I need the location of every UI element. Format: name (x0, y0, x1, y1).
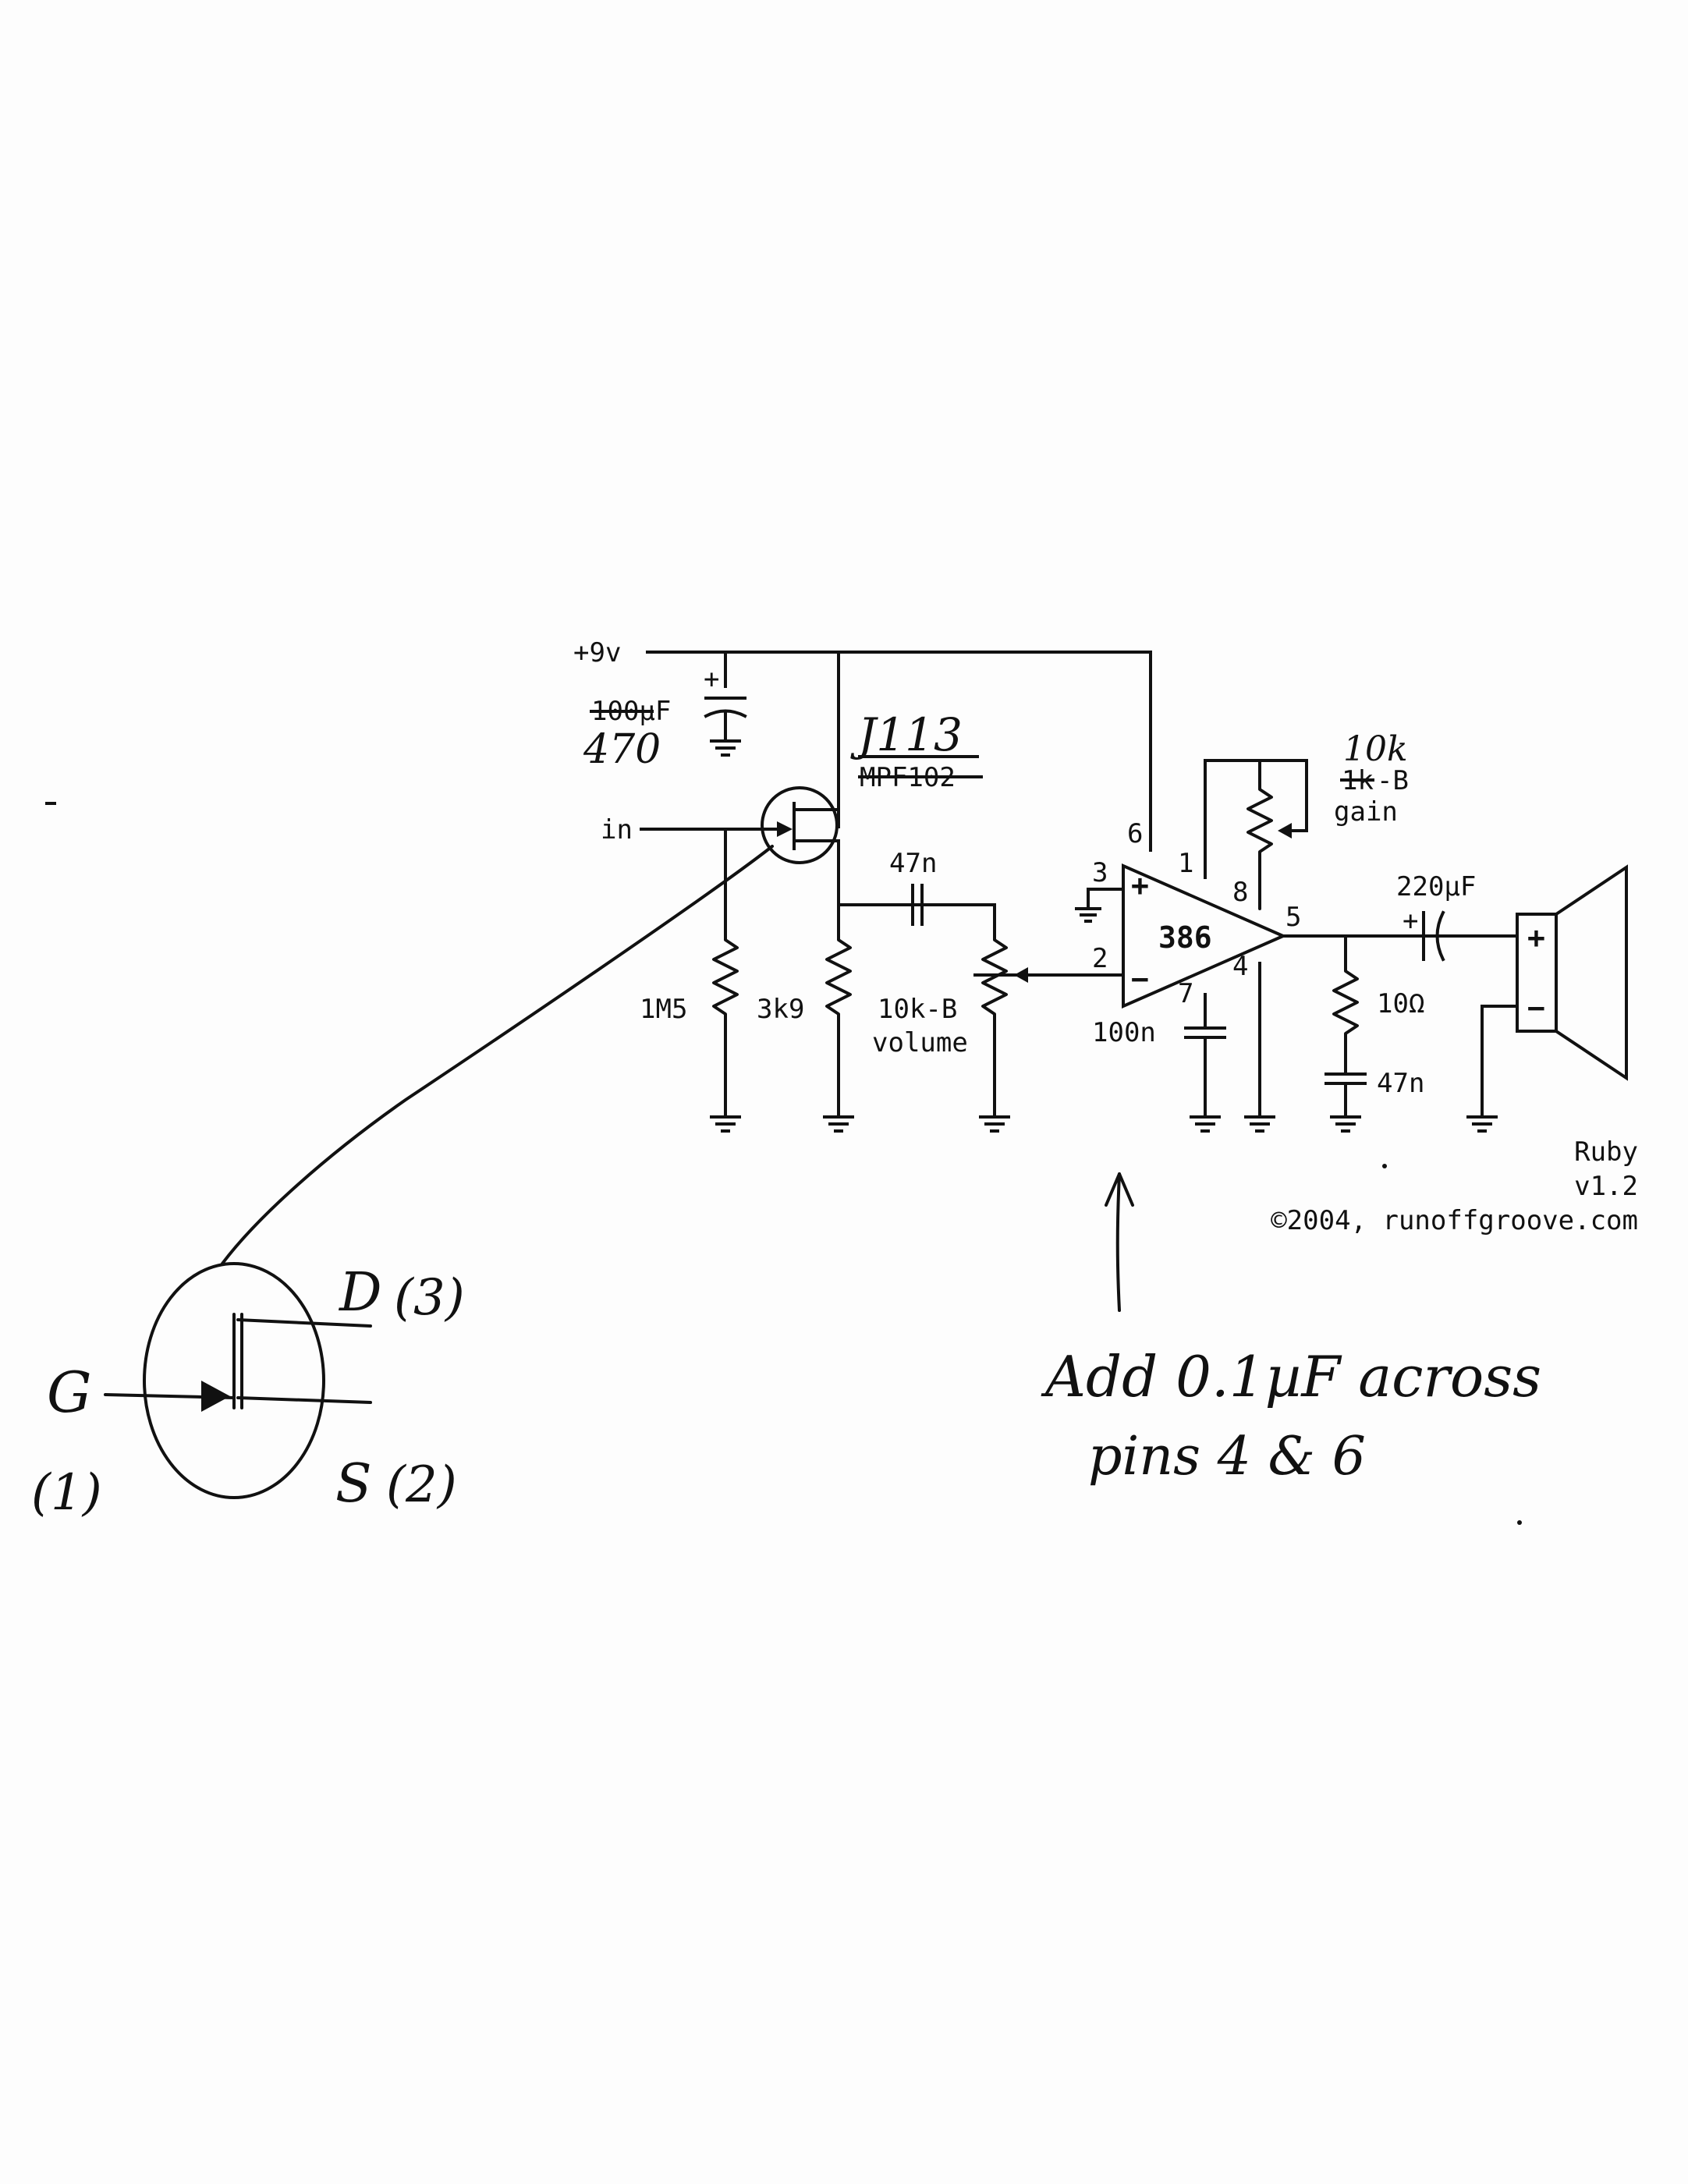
pin-4-label: 4 (1232, 951, 1248, 982)
resistor-3k9-label: 3k9 (757, 994, 804, 1025)
pin-5-label: 5 (1286, 902, 1301, 933)
ground-3k9 (823, 1115, 854, 1133)
supply-cap-value-new: 470 (583, 726, 661, 773)
speaker-symbol (1466, 864, 1628, 1133)
bypass-cap-label: 100n (1092, 1017, 1156, 1048)
schematic-title: Ruby (1574, 1136, 1638, 1168)
pot-gain-value-new: 10k (1343, 729, 1408, 769)
pinout-source-label: S (335, 1453, 372, 1515)
jfet-pinout-sketch (104, 1262, 372, 1499)
supply-capacitor: + (704, 664, 747, 741)
pot-volume-name: volume (872, 1027, 968, 1058)
pin-7-label: 7 (1178, 978, 1193, 1009)
schematic-copyright: ©2004, runoffgroove.com (1271, 1205, 1638, 1236)
capacitor-220uf-output (1422, 910, 1519, 962)
pin-8-label: 8 (1232, 877, 1248, 908)
ground-1m5 (710, 1115, 741, 1133)
pointer-arrow-up (1105, 1172, 1134, 1312)
scan-specks (45, 802, 1522, 1525)
ic-plus-input: + (1131, 868, 1149, 902)
pot-volume-value: 10k-B (878, 994, 957, 1025)
pin-3-label: 3 (1092, 857, 1108, 888)
pot-gain-name: gain (1334, 796, 1398, 828)
speaker-minus: − (1527, 991, 1545, 1025)
gain-network (1204, 759, 1308, 910)
input-label: in (601, 814, 633, 846)
zobel-resistor-label: 10Ω (1377, 988, 1424, 1019)
pinout-source-number: (2) (386, 1456, 457, 1514)
ground-pin3 (1075, 907, 1101, 923)
jfet-part-new: J113 (850, 708, 963, 761)
resistor-3k9 (825, 927, 852, 1117)
pot-gain-suffix: -B (1377, 765, 1409, 796)
pin-2-label: 2 (1092, 943, 1108, 974)
supply-rail (646, 651, 1152, 852)
ground-pin7 (1190, 1115, 1221, 1133)
schematic-version: v1.2 (1574, 1171, 1638, 1202)
ground-supply-cap (710, 739, 741, 757)
note-line-1: Add 0.1µF across (1041, 1344, 1541, 1409)
supply-label: +9v (573, 637, 621, 668)
coupling-cap-label: 47n (889, 848, 937, 879)
pin4-ground-wire (1244, 962, 1275, 1133)
pinout-gate-number: (1) (31, 1464, 102, 1522)
speaker-plus: + (1527, 920, 1545, 955)
jfet-symbol (761, 786, 840, 864)
capacitor-47n-coupling (911, 884, 996, 926)
pinout-gate-label: G (47, 1360, 92, 1425)
ic-minus-input: − (1131, 962, 1149, 996)
pin-6-label: 6 (1127, 818, 1143, 849)
resistor-1m5 (712, 927, 739, 1117)
output-cap-plus: + (1403, 906, 1418, 937)
ground-volume (979, 1115, 1010, 1133)
supply-cap-plus: + (704, 664, 719, 695)
input-wire (640, 828, 782, 930)
output-cap-value: 220µF (1396, 871, 1476, 902)
ic-name: 386 (1158, 920, 1212, 955)
pin-1-label: 1 (1178, 848, 1193, 879)
capacitor-100n-bypass (1184, 993, 1226, 1117)
pinout-drain-number: (3) (394, 1269, 465, 1327)
zobel-network (1325, 934, 1367, 1133)
zobel-capacitor-label: 47n (1377, 1068, 1424, 1099)
pointer-line-to-jfet (221, 845, 774, 1265)
pinout-drain-label: D (338, 1262, 382, 1324)
pot-volume (973, 903, 1078, 1117)
note-line-2: pins 4 & 6 (1088, 1426, 1366, 1487)
resistor-1m5-label: 1M5 (640, 994, 687, 1025)
